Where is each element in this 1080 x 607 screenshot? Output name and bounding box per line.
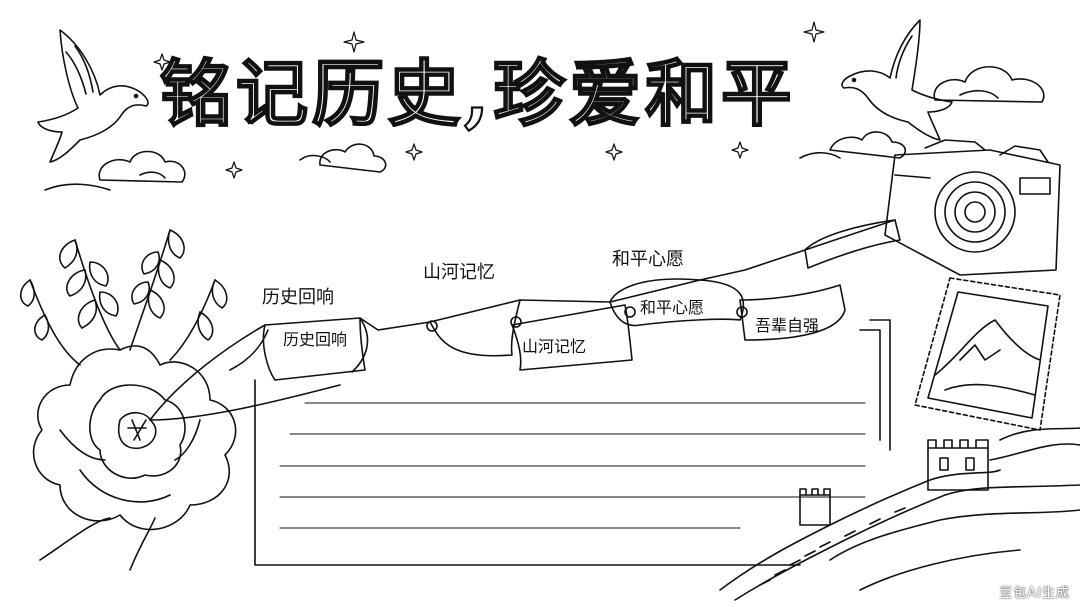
label-mountains-rivers: 山河记忆 — [423, 262, 495, 283]
dove-icon-right — [841, 19, 953, 141]
writing-panel — [254, 319, 891, 566]
ribbon-banner — [149, 219, 901, 421]
ribbon-label-our-strength: 吾辈自强 — [755, 316, 820, 335]
label-history-echo: 历史回响 — [262, 287, 334, 308]
cloud-icon-center — [299, 143, 387, 173]
peony-icon — [32, 345, 237, 571]
page-title: 铭记历史,珍爱和平 — [160, 51, 790, 136]
sparkle-icon-group — [153, 21, 825, 179]
watermark: 豆包AI生成 — [999, 586, 1070, 601]
stamp-icon — [914, 277, 1061, 431]
ribbon-label-mountains-rivers: 山河记忆 — [522, 337, 587, 356]
leaf-icon-branches — [19, 229, 269, 371]
cloud-icon-right — [799, 66, 1045, 159]
cloud-icon-left — [44, 150, 186, 191]
ribbon-label-history-echo: 历史回响 — [283, 330, 348, 349]
label-peace-wish: 和平心愿 — [612, 249, 684, 270]
writing-lines — [279, 402, 866, 529]
dove-icon-left — [37, 29, 149, 163]
title-banner: 铭记历史,珍爱和平 — [159, 50, 790, 137]
great-wall-icon — [719, 427, 1080, 601]
ribbon-label-peace-wish: 和平心愿 — [640, 298, 705, 317]
camera-icon — [884, 139, 1061, 276]
